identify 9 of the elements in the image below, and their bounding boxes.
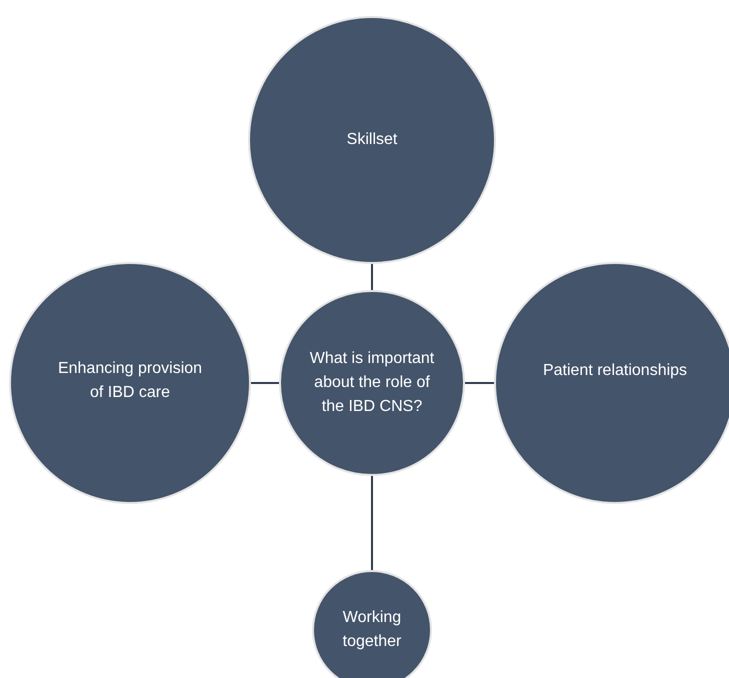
topic-label: Enhancing provision of IBD care <box>56 359 204 403</box>
connector-line <box>251 382 279 384</box>
connector-line <box>465 382 494 384</box>
topic-label: Working together <box>342 608 402 652</box>
connector-line <box>371 264 373 290</box>
topic-label: What is important about the role of the IBD CNS? <box>308 349 436 417</box>
connector-line <box>371 476 373 570</box>
topic-label: Skillset <box>346 130 398 150</box>
topic-label: Patient relationships <box>542 361 688 381</box>
